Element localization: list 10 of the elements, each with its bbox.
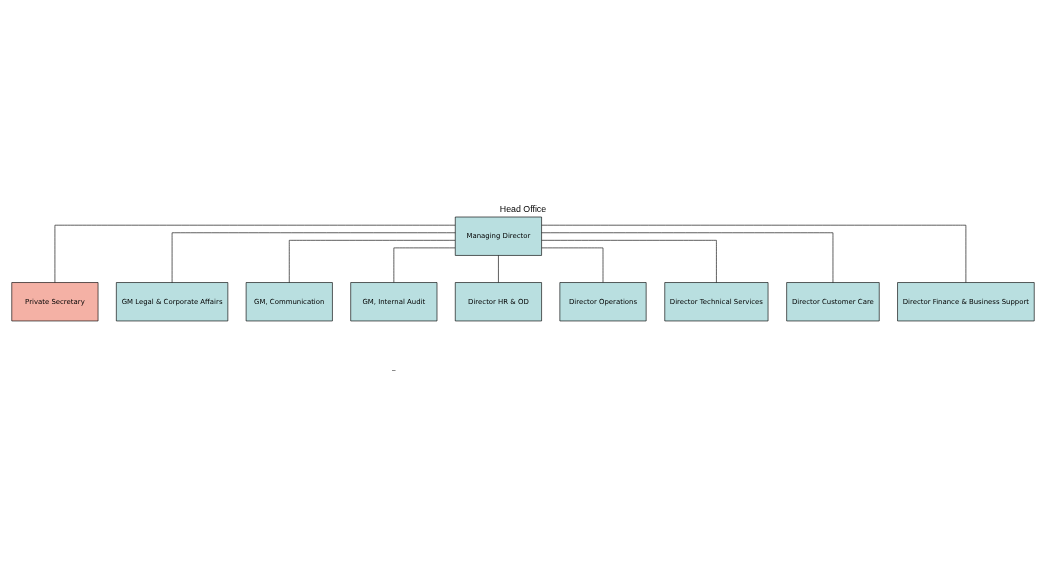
diagram-title: Head Office bbox=[499, 203, 547, 214]
connector bbox=[54, 224, 456, 283]
connector bbox=[541, 231, 834, 283]
connector bbox=[288, 239, 456, 283]
connector bbox=[541, 224, 967, 283]
connector bbox=[498, 254, 499, 283]
connector bbox=[541, 239, 717, 283]
connector bbox=[171, 231, 456, 283]
connector bbox=[541, 247, 604, 283]
connector bbox=[393, 247, 456, 283]
